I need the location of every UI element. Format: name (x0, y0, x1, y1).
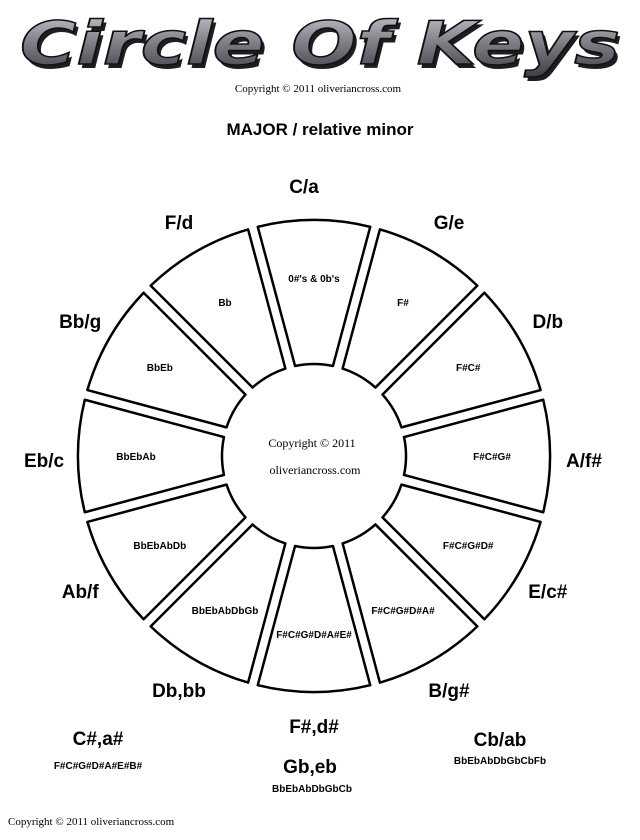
key-label: Db,bb (152, 681, 206, 702)
key-segment (402, 398, 552, 514)
header-copyright: Copyright © 2011 oliveriancross.com (235, 83, 402, 95)
page-title: Circle Of Keys (20, 9, 620, 79)
center-copyright: Copyright © 2011 (268, 436, 355, 450)
enharmonic-label-c-sharp: C#,a# (73, 729, 124, 750)
subtitle: MAJOR / relative minor (226, 120, 413, 139)
key-segment (341, 228, 479, 389)
enharmonic-accidentals-c-sharp: F#C#G#D#A#E#B# (54, 761, 143, 772)
key-segment (86, 291, 247, 429)
key-segment (381, 291, 542, 429)
enharmonic-label-g-flat: Gb,eb (283, 757, 337, 778)
key-label: Ab/f (62, 582, 100, 603)
key-accidentals: BbEbAbDb (133, 541, 186, 552)
key-segment (256, 218, 372, 368)
wheel-center: Copyright © 2011 oliveriancross.com (268, 436, 361, 477)
enharmonic-accidentals-c-flat: BbEbAbDbGbCbFb (454, 756, 546, 767)
key-accidentals: F#C#G#D#A# (371, 606, 435, 617)
key-label: A/f# (566, 451, 602, 472)
key-segment (341, 523, 479, 684)
key-label: D/b (532, 312, 563, 333)
footer-copyright: Copyright © 2011 oliveriancross.com (8, 816, 175, 828)
key-segment (149, 523, 287, 684)
center-site: oliveriancross.com (270, 463, 362, 477)
key-label: Eb/c (24, 451, 65, 472)
key-accidentals: BbEbAb (116, 452, 155, 463)
key-segment (381, 483, 542, 621)
key-segment (149, 228, 287, 389)
header: Circle Of Keys Circle Of Keys Copyright … (19, 8, 623, 139)
enharmonic-accidentals-g-flat: BbEbAbDbGbCb (272, 784, 352, 795)
key-accidentals: Bb (218, 298, 231, 309)
key-segment (256, 544, 372, 694)
key-accidentals: BbEb (147, 363, 173, 374)
key-accidentals: F#C# (456, 363, 481, 374)
key-label: F/d (165, 213, 194, 234)
key-accidentals: F#C#G#D# (443, 541, 494, 552)
key-accidentals: F#C#G#D#A#E# (276, 630, 352, 641)
key-label: Bb/g (59, 312, 101, 333)
enharmonic-keys: C#,a# F#C#G#D#A#E#B# Gb,eb BbEbAbDbGbCb … (54, 729, 546, 795)
key-accidentals: 0#'s & 0b's (288, 274, 340, 285)
key-label: F#,d# (289, 717, 339, 738)
page-title-shadow: Circle Of Keys (23, 13, 623, 83)
key-accidentals: F# (397, 298, 409, 309)
key-label: E/c# (528, 582, 568, 603)
key-label: C/a (289, 177, 319, 198)
key-label: B/g# (428, 681, 470, 702)
enharmonic-label-c-flat: Cb/ab (474, 730, 527, 751)
key-segment (86, 483, 247, 621)
key-accidentals: BbEbAbDbGb (192, 606, 259, 617)
key-label: G/e (434, 213, 465, 234)
key-accidentals: F#C#G# (473, 452, 511, 463)
key-wheel: 0#'s & 0b's C/aF# G/eF#C# D/bF#C#G# A/f# F#C#… (24, 177, 602, 738)
key-segment (76, 398, 226, 514)
